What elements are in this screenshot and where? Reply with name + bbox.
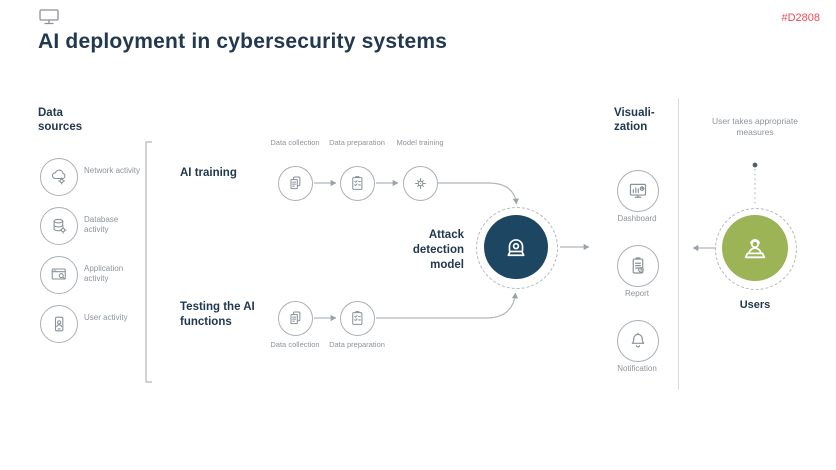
attack-model-label: Attack detection model <box>412 229 464 271</box>
user-activity-item <box>40 305 78 343</box>
user-activity-label: User activity <box>84 313 128 322</box>
hacker-laptop-icon <box>499 230 533 264</box>
database-activity-label: Database activity <box>84 215 119 235</box>
database-icon <box>49 216 69 236</box>
dashboard-circle <box>617 170 659 212</box>
section-divider <box>678 98 679 390</box>
testing-step1-circle <box>278 301 313 336</box>
users-circle <box>722 215 788 281</box>
network-activity-label: Network activity <box>84 166 141 175</box>
mobile-user-icon <box>49 314 69 334</box>
training-step2-label: Data preparation <box>329 138 385 147</box>
data-sources-bracket <box>145 141 152 383</box>
users-label: Users <box>739 299 771 311</box>
report-circle <box>617 245 659 287</box>
checklist-icon <box>348 309 367 328</box>
bell-icon <box>627 330 649 352</box>
training-step2-circle <box>340 166 375 201</box>
attack-model-circle <box>484 215 548 279</box>
database-activity-item <box>40 207 78 245</box>
users-caption: User takes appropriate measures <box>712 116 798 138</box>
testing-step2-label: Data preparation <box>329 340 385 349</box>
application-activity-item <box>40 256 78 294</box>
testing-step2-circle <box>340 301 375 336</box>
dashboard-icon <box>627 180 649 202</box>
visualization-heading: Visuali- zation <box>614 107 655 134</box>
dashboard-label: Dashboard <box>617 214 657 223</box>
data-sources-heading: Data sources <box>38 107 83 134</box>
training-step1-label: Data collection <box>270 138 320 147</box>
attack-model-ring <box>476 207 558 289</box>
cloud-gear-icon <box>49 167 69 187</box>
report-icon <box>627 255 649 277</box>
testing-step1-label: Data collection <box>270 340 320 349</box>
application-activity-label: Application activity <box>84 264 124 284</box>
training-step3-label: Model training <box>396 138 444 147</box>
report-label: Report <box>624 289 649 298</box>
app-search-icon <box>49 265 69 285</box>
slide-id: #D2808 <box>781 12 820 24</box>
notification-circle <box>617 320 659 362</box>
brand-logo-icon <box>38 8 60 25</box>
page-title: AI deployment in cybersecurity systems <box>38 30 448 53</box>
ai-training-label: AI training <box>180 167 237 179</box>
checklist-icon <box>348 174 367 193</box>
network-activity-item <box>40 158 78 196</box>
ai-burst-icon <box>411 174 430 193</box>
documents-icon <box>286 309 305 328</box>
notification-label: Notification <box>617 364 657 373</box>
testing-label: Testing the AI functions <box>180 301 255 328</box>
training-step3-circle <box>403 166 438 201</box>
user-laptop-icon <box>737 230 773 266</box>
users-ring <box>715 208 797 290</box>
documents-icon <box>286 174 305 193</box>
training-step1-circle <box>278 166 313 201</box>
